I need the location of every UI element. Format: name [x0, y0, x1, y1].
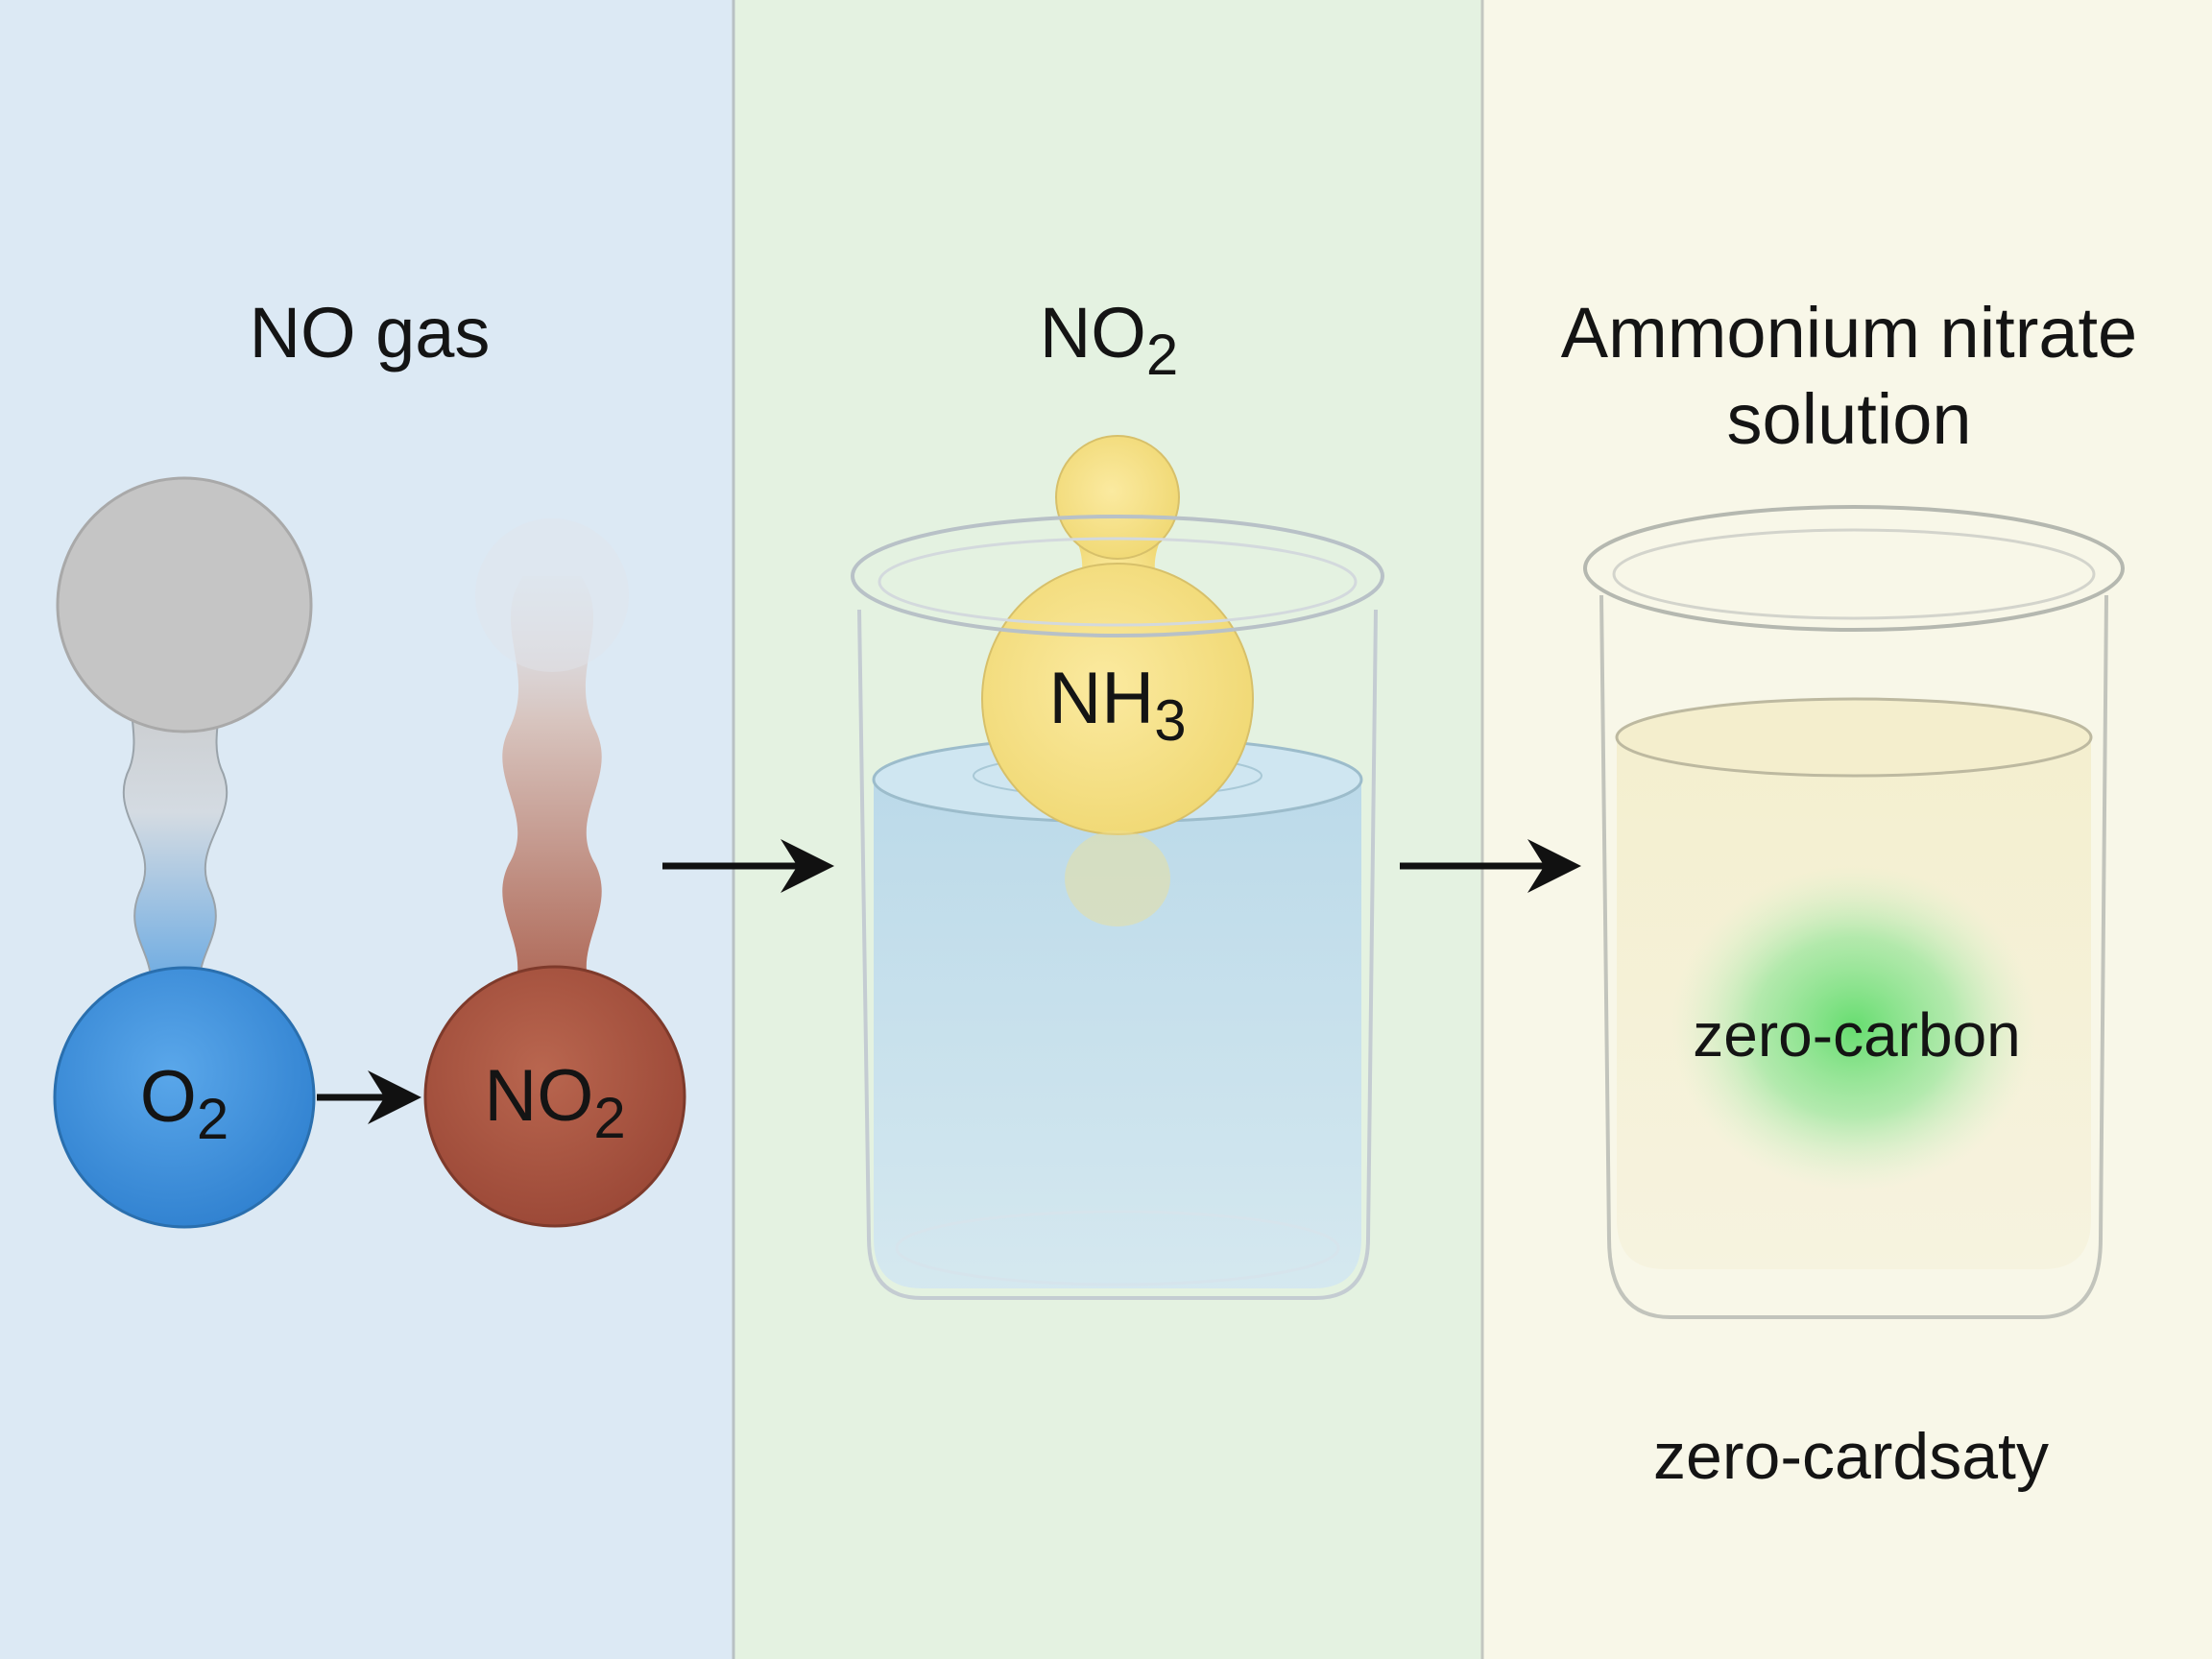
nh3-molecule: NH3 [981, 435, 1254, 926]
title-solution: solution [1726, 379, 1971, 459]
no2-molecule [423, 965, 686, 1228]
title-ammonium-nitrate: Ammonium nitrate [1561, 293, 2137, 373]
water-beaker-glass [857, 609, 1378, 1300]
nh3-reflection [1065, 830, 1170, 926]
panel-left-bg [0, 0, 733, 1659]
nh3-top-bubble [1055, 435, 1180, 560]
solution-beaker-rim-inner [1612, 528, 2096, 620]
no2-label: NO2 [484, 1055, 625, 1150]
green-glow [1671, 864, 2036, 1190]
solution-surface [1615, 697, 2093, 778]
no2-top-bubble [475, 518, 629, 672]
o2-molecule [53, 966, 316, 1229]
o2-label: O2 [140, 1056, 229, 1151]
footer-label: zero-cardsaty [1653, 1420, 2049, 1493]
title-no2: NO2 [1040, 293, 1178, 387]
title-no-gas: NO gas [250, 293, 491, 373]
gray-bulb [56, 476, 313, 733]
solution-beaker-glass [1599, 594, 2108, 1319]
water-beaker: NH3 [851, 435, 1384, 1300]
water-beaker-rim-inner [878, 537, 1358, 627]
nh3-label: NH3 [1048, 658, 1186, 753]
nh3-bulb [981, 563, 1254, 835]
water-beaker-base [895, 1210, 1340, 1286]
zero-carbon-label: zero-carbon [1693, 1000, 2021, 1070]
water-liquid [874, 780, 1361, 1288]
solution-beaker-rim [1583, 505, 2125, 632]
no2-molecule-stalk [502, 576, 602, 998]
water-beaker-rim [851, 515, 1384, 637]
solution-beaker: zero-carbon [1583, 505, 2125, 1319]
